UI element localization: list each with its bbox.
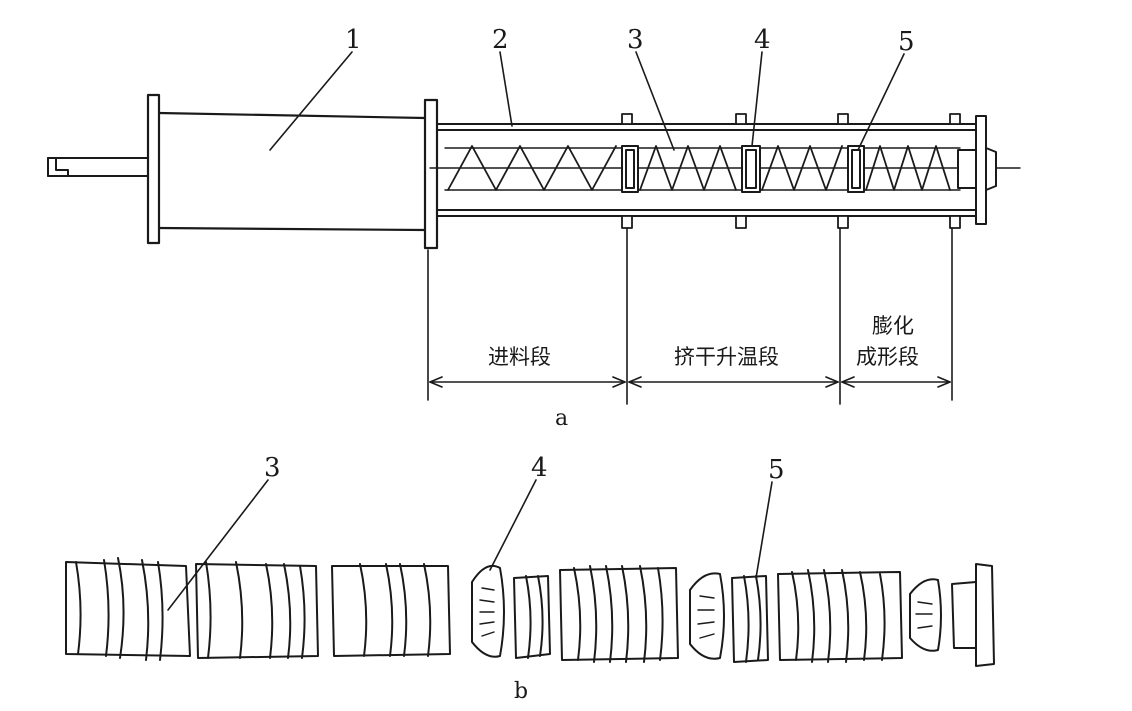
screw-segment-5 (777, 569, 903, 663)
caption-b: b (514, 679, 528, 704)
screw-segment-3 (331, 563, 451, 657)
label-part-1: 1 (345, 25, 362, 55)
zone-squeeze-heat-label: 挤干升温段 (674, 345, 779, 369)
drive-shaft (47, 157, 149, 177)
barrel-left-flange (423, 98, 439, 250)
screw-segment-2 (195, 561, 319, 659)
leader-lines-b (167, 479, 773, 611)
leader-lines-a (269, 51, 905, 151)
zone-feeding-label: 进料段 (488, 345, 551, 369)
zone-dimension-arrows (429, 376, 951, 388)
shear-rings-a (621, 145, 865, 193)
shear-disk-b2 (689, 572, 725, 660)
ring-segment-b1 (513, 575, 551, 659)
ring-segment-5 (731, 575, 769, 663)
caption-a: a (555, 406, 568, 431)
shear-disk-b3 (909, 578, 942, 652)
figure-b: 3 4 5 b (65, 453, 995, 704)
screw-segment-1 (65, 557, 191, 661)
label-part-5: 5 (898, 27, 915, 57)
die-cap-b (951, 563, 995, 667)
label-b-part-4: 4 (531, 453, 548, 483)
screw-flights (447, 145, 951, 191)
zone-boundaries (427, 227, 953, 405)
screw-segment-4 (559, 565, 679, 663)
barrel (429, 123, 1021, 217)
label-part-2: 2 (492, 25, 509, 55)
label-part-4: 4 (754, 25, 771, 55)
motor-housing (146, 93, 427, 245)
label-b-part-3: 3 (264, 453, 281, 483)
die-head (957, 115, 997, 225)
barrel-clamps (621, 113, 961, 229)
label-b-part-5: 5 (768, 455, 785, 485)
zone-puff-label-2: 成形段 (856, 345, 919, 369)
shear-disk-4 (471, 564, 505, 658)
zone-puff-label-1: 膨化 (872, 314, 914, 338)
figure-a: 1 2 3 4 5 进料段 挤干升温段 膨化 成形段 a (47, 25, 1021, 431)
label-part-3: 3 (627, 25, 644, 55)
